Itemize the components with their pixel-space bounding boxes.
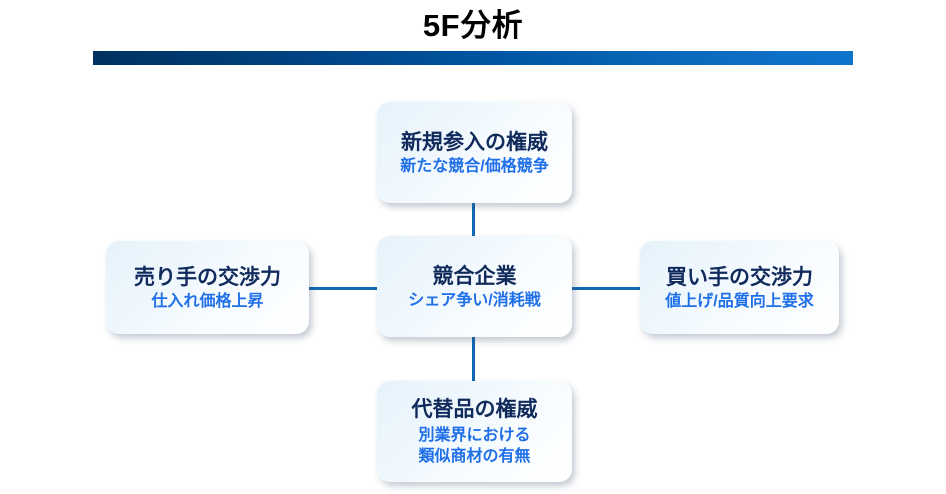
node-substitutes-subtitle-line2: 類似商材の有無 [418,448,531,465]
node-buyer-power[interactable]: 買い手の交渉力 値上げ/品質向上要求 [640,241,839,334]
connector-center-to-top [472,203,475,249]
node-rivalry[interactable]: 競合企業 シェア争い/消耗戦 [377,236,572,337]
node-substitutes[interactable]: 代替品の権威 別業界における 類似商材の有無 [377,381,572,482]
connector-center-to-bottom [472,337,475,381]
node-buyer-power-subtitle: 値上げ/品質向上要求 [665,292,814,310]
connector-left-to-center [309,287,378,290]
node-new-entrants-title: 新規参入の権威 [401,130,548,154]
slide-title: 5F分析 [422,8,524,43]
node-supplier-power-subtitle: 仕入れ価格上昇 [151,292,264,310]
node-buyer-power-title: 買い手の交渉力 [666,265,813,289]
node-rivalry-title: 競合企業 [432,264,517,288]
connector-center-to-right [570,287,640,290]
node-rivalry-subtitle: シェア争い/消耗戦 [408,291,541,309]
title-underline-bar [93,51,853,65]
node-supplier-power-title: 売り手の交渉力 [134,265,281,289]
node-supplier-power[interactable]: 売り手の交渉力 仕入れ価格上昇 [106,241,309,334]
node-new-entrants-subtitle: 新たな競合/価格競争 [400,157,549,175]
node-substitutes-title: 代替品の権威 [411,398,538,421]
node-substitutes-subtitle-line1: 別業界における [418,427,531,444]
node-new-entrants[interactable]: 新規参入の権威 新たな競合/価格競争 [377,102,572,203]
